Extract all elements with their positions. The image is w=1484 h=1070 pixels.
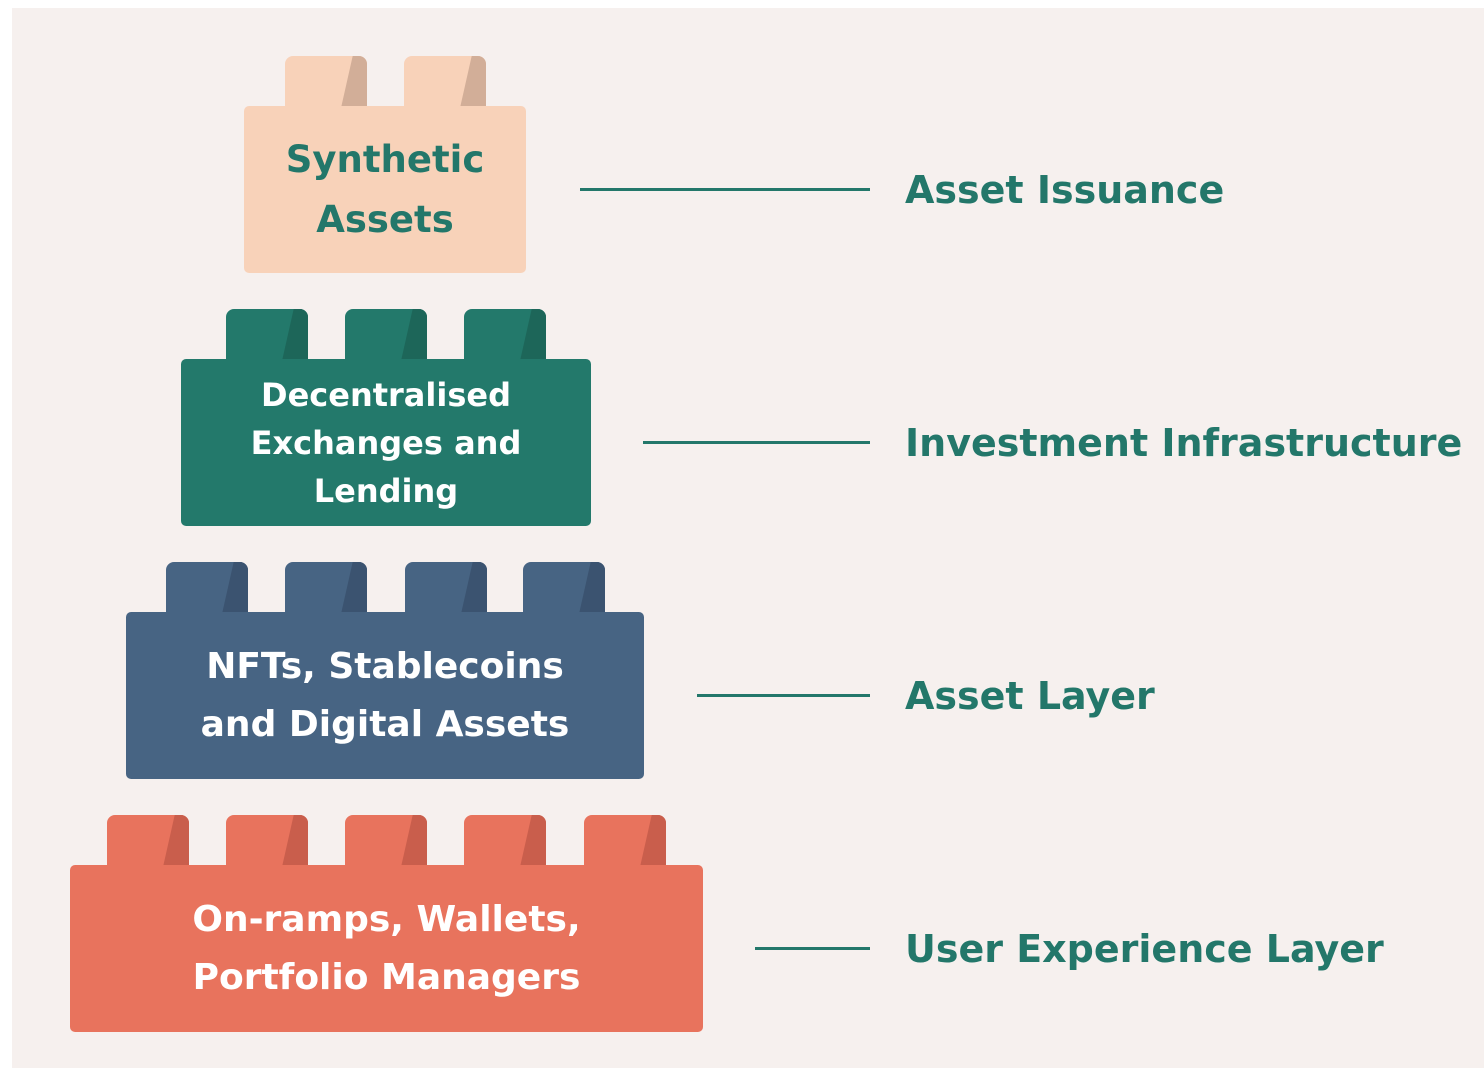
connector-line <box>643 441 870 444</box>
layer-label-user-experience-layer: User Experience Layer <box>905 927 1384 971</box>
layer-label-asset-issuance: Asset Issuance <box>905 168 1225 212</box>
connector-line <box>755 947 870 950</box>
brick-on-ramps-wallets: On-ramps, Wallets, Portfolio Managers <box>70 815 703 1032</box>
brick-stud <box>166 562 248 614</box>
diagram-canvas: Synthetic Assets Asset Issuance Decentra… <box>12 8 1484 1068</box>
brick-label-on-ramps-wallets: On-ramps, Wallets, Portfolio Managers <box>192 898 581 998</box>
brick-stud <box>226 309 308 361</box>
brick-body: Decentralised Exchanges and Lending <box>181 359 591 526</box>
brick-stud <box>523 562 605 614</box>
brick-body: Synthetic Assets <box>244 106 526 273</box>
brick-stud <box>405 562 487 614</box>
connector-line <box>580 188 870 191</box>
brick-body: NFTs, Stablecoins and Digital Assets <box>126 612 644 779</box>
brick-stud <box>584 815 666 867</box>
brick-label-nfts-stablecoins: NFTs, Stablecoins and Digital Assets <box>200 645 570 745</box>
brick-nfts-stablecoins: NFTs, Stablecoins and Digital Assets <box>126 562 644 779</box>
brick-stud <box>285 56 367 108</box>
brick-synthetic-assets: Synthetic Assets <box>244 56 526 273</box>
brick-stud <box>226 815 308 867</box>
brick-label-decentralised-exchanges: Decentralised Exchanges and Lending <box>250 375 522 510</box>
layer-label-investment-infrastructure: Investment Infrastructure <box>905 421 1463 465</box>
brick-decentralised-exchanges: Decentralised Exchanges and Lending <box>181 309 591 526</box>
connector-line <box>697 694 870 697</box>
brick-stud <box>464 309 546 361</box>
brick-stud <box>464 815 546 867</box>
layer-label-asset-layer: Asset Layer <box>905 674 1155 718</box>
brick-stud <box>107 815 189 867</box>
brick-stud <box>404 56 486 108</box>
brick-stud <box>345 815 427 867</box>
brick-stud <box>285 562 367 614</box>
brick-label-synthetic-assets: Synthetic Assets <box>285 137 485 241</box>
brick-body: On-ramps, Wallets, Portfolio Managers <box>70 865 703 1032</box>
brick-stud <box>345 309 427 361</box>
